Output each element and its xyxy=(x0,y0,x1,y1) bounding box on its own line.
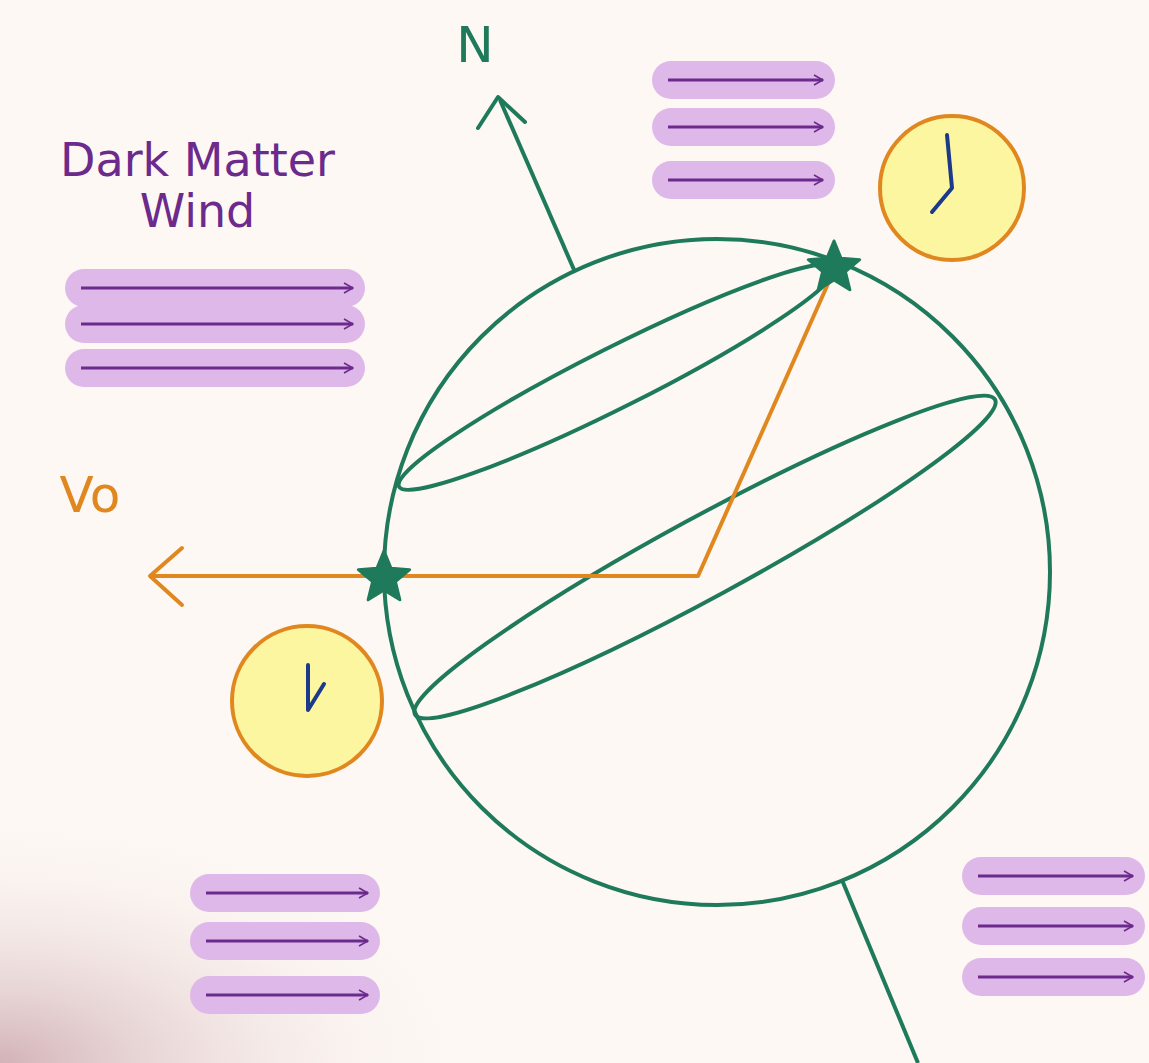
wind-line xyxy=(81,367,353,370)
clock-hands xyxy=(308,665,324,710)
wind-line xyxy=(668,79,823,82)
wind-band xyxy=(962,958,1145,996)
wind-line xyxy=(81,323,353,326)
wind-arrow xyxy=(962,958,1145,996)
axis-line xyxy=(500,100,575,272)
axis-arrowhead xyxy=(478,97,525,128)
earth-sphere xyxy=(384,239,1050,905)
wind-line xyxy=(206,994,368,997)
clock xyxy=(232,626,382,776)
wind-line xyxy=(978,925,1133,928)
wind-band xyxy=(190,976,380,1014)
wind-band xyxy=(190,922,380,960)
clock-face xyxy=(880,116,1024,260)
wind-arrow xyxy=(962,907,1145,945)
wind-band xyxy=(65,349,365,387)
wind-arrow xyxy=(190,922,380,960)
wind-arrow xyxy=(190,976,380,1014)
wind-line xyxy=(668,126,823,129)
wind-line xyxy=(978,976,1133,979)
wind-line xyxy=(206,940,368,943)
wind-line xyxy=(668,179,823,182)
wind-line xyxy=(978,875,1133,878)
wind-arrow xyxy=(190,874,380,912)
velocity-label: Vo xyxy=(40,468,140,523)
axis-label: N xyxy=(440,18,510,73)
wind-arrow xyxy=(962,857,1145,895)
wind-band xyxy=(190,874,380,912)
wind-arrow xyxy=(652,108,835,146)
star-group xyxy=(358,241,859,600)
wind-band xyxy=(65,269,365,307)
wind-band xyxy=(652,161,835,199)
wind-arrow xyxy=(65,269,365,307)
wind-arrow xyxy=(65,305,365,343)
velocity-arrowhead xyxy=(150,548,182,605)
wind-line xyxy=(81,287,353,290)
wind-band xyxy=(652,61,835,99)
clock-hands xyxy=(932,135,952,212)
wind-title: Dark Matter Wind xyxy=(25,135,370,236)
wind-band xyxy=(962,907,1145,945)
star-marker xyxy=(358,551,409,600)
axis-line xyxy=(842,880,918,1063)
wind-arrow xyxy=(652,161,835,199)
wind-band xyxy=(962,857,1145,895)
star-marker xyxy=(808,241,859,290)
wind-band xyxy=(652,108,835,146)
wind-band xyxy=(65,305,365,343)
wind-arrow xyxy=(652,61,835,99)
wind-arrow xyxy=(65,349,365,387)
clock xyxy=(880,116,1024,260)
clock-face xyxy=(232,626,382,776)
wind-line xyxy=(206,892,368,895)
